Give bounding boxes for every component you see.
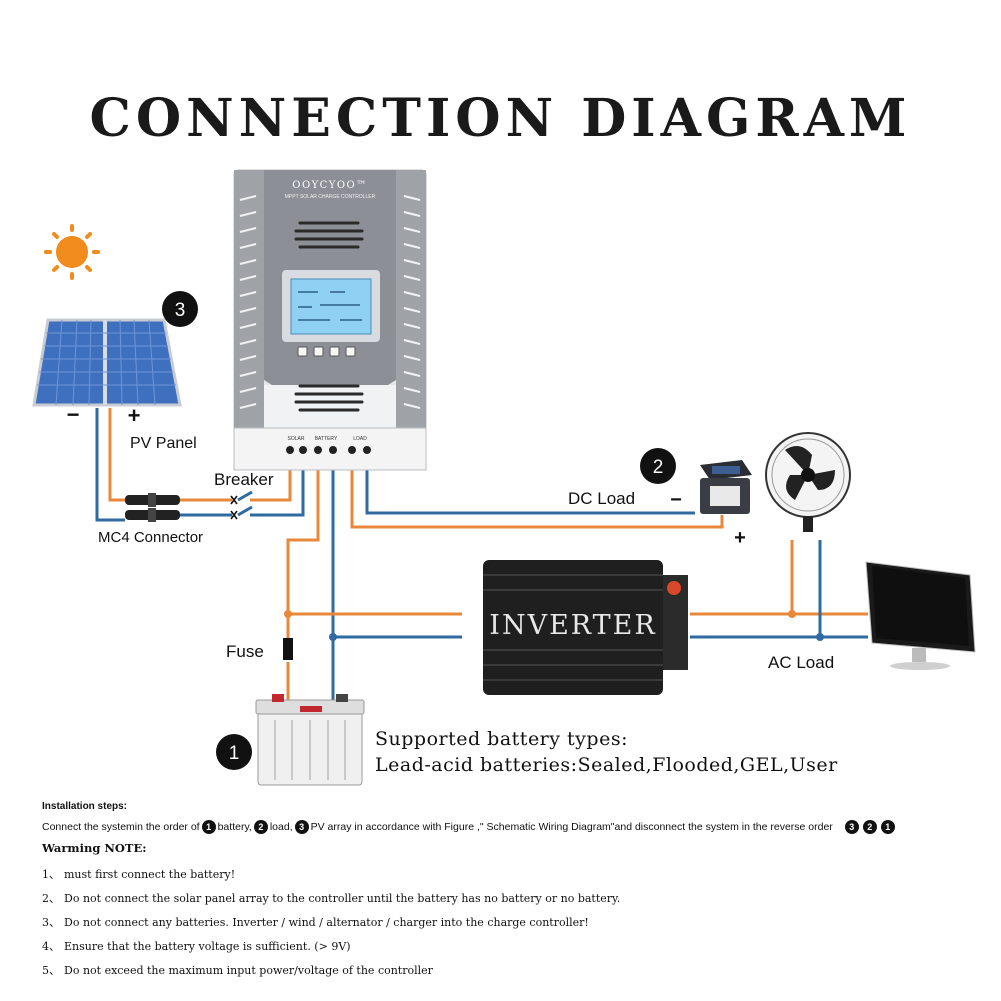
note-text: must first connect the battery!: [64, 868, 236, 881]
fuse-label: Fuse: [226, 642, 264, 661]
installation-text-part: battery,: [217, 821, 252, 833]
installation-heading: Installation steps:: [42, 801, 128, 812]
terminal-screws: [286, 446, 371, 454]
breaker-switch: [230, 490, 253, 520]
pv-negative-wire: [95, 408, 125, 522]
fan: [765, 432, 851, 532]
solar-lamp: [700, 460, 752, 514]
reverse-order-marker: 2: [862, 820, 877, 834]
controller-buttons: [297, 346, 356, 357]
fuse: [283, 638, 293, 660]
svg-text:2: 2: [653, 457, 664, 478]
bottom-vent-grille: [294, 384, 364, 412]
note-number: 4、: [42, 940, 60, 953]
monitor: [865, 561, 976, 670]
note-number: 1、: [42, 868, 60, 881]
pv-positive-wire: [108, 408, 125, 502]
dc-minus-sign: −: [670, 489, 682, 511]
load-negative-wire: [365, 470, 695, 515]
breaker-to-solar-pos: [250, 470, 292, 502]
warning-note: 4、 Ensure that the battery voltage is suf…: [42, 938, 351, 954]
top-vent-grille: [294, 221, 364, 249]
warning-note: 5、 Do not exceed the maximum input power/…: [42, 962, 433, 978]
battery: [255, 694, 365, 786]
terminal-label-solar: SOLAR: [288, 436, 305, 442]
reverse-order-marker: 3: [844, 820, 859, 834]
svg-text:3: 3: [175, 300, 186, 321]
marker-2: 2: [640, 448, 676, 484]
order-marker: 1: [201, 820, 216, 834]
solar-panel: [32, 318, 182, 407]
svg-text:1: 1: [229, 743, 240, 764]
breaker-to-solar-neg: [250, 470, 305, 517]
ac-load-label: AC Load: [768, 653, 834, 672]
marker-3: 3: [162, 291, 198, 327]
charge-controller: OOYCYOO™ MPPT SOLAR CHARGE CONTROLLER SO…: [233, 169, 427, 471]
warning-heading: Warming NOTE:: [42, 841, 147, 855]
warning-note: 1、 must first connect the battery!: [42, 866, 235, 882]
note-text: Do not exceed the maximum input power/vo…: [64, 964, 433, 977]
installation-text-part: Connect the systemin the order of: [42, 821, 200, 833]
note-text: Do not connect the solar panel array to …: [64, 892, 621, 905]
note-number: 3、: [42, 916, 60, 929]
pv-panel-label: PV Panel: [130, 435, 197, 452]
inverter: INVERTER: [483, 560, 688, 695]
sun-icon: [44, 224, 100, 280]
mc4-label: MC4 Connector: [98, 529, 203, 546]
battery-positive-wire: [286, 470, 320, 640]
order-marker: 2: [253, 820, 268, 834]
controller-brand: OOYCYOO™: [292, 180, 367, 191]
inverter-label: INVERTER: [489, 610, 656, 641]
warning-note: 3、 Do not connect any batteries. Inverter…: [42, 914, 589, 930]
note-text: Ensure that the battery voltage is suffi…: [64, 940, 351, 953]
marker-1: 1: [216, 734, 252, 770]
controller-model: MPPT SOLAR CHARGE CONTROLLER: [285, 194, 376, 200]
note-number: 2、: [42, 892, 60, 905]
wires: [95, 408, 868, 712]
reverse-order-marker: 1: [880, 820, 895, 834]
mc4-connector-pair: [125, 493, 180, 522]
note-text: Do not connect any batteries. Inverter /…: [64, 916, 589, 929]
order-marker: 3: [294, 820, 309, 834]
installation-text: Connect the systemin the order of 1 batt…: [42, 820, 982, 834]
page-title: CONNECTION DIAGRAM: [89, 88, 912, 149]
battery-types-heading: Supported battery types:: [375, 728, 628, 750]
battery-types-list: Lead-acid batteries:Sealed,Flooded,GEL,U…: [375, 754, 838, 776]
installation-text-part: PV array in accordance with Figure ," Sc…: [310, 821, 833, 833]
dc-load-label: DC Load: [568, 489, 635, 508]
pv-minus-sign: −: [67, 402, 80, 427]
note-number: 5、: [42, 964, 60, 977]
pv-plus-sign: +: [128, 403, 141, 428]
installation-text-part: load,: [269, 821, 293, 833]
terminal-label-load: LOAD: [353, 436, 367, 442]
warning-note: 2、 Do not connect the solar panel array t…: [42, 890, 620, 906]
breaker-label: Breaker: [214, 470, 274, 489]
dc-plus-sign: +: [734, 527, 746, 549]
load-positive-wire: [350, 470, 724, 529]
terminal-label-battery: BATTERY: [315, 436, 338, 442]
wire-junctions: [284, 610, 824, 641]
